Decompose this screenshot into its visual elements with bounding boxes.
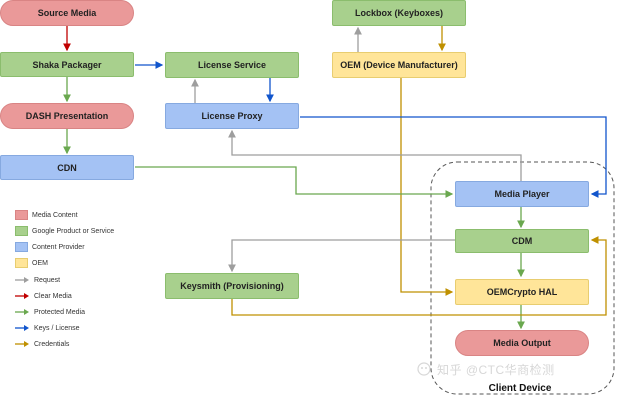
legend-item-request: Request (15, 274, 60, 286)
legend-label: OEM (32, 259, 48, 267)
license-proxy-node: License Proxy (165, 103, 299, 129)
legend-arrow-icon (15, 325, 29, 331)
credentials-arrow (400, 78, 454, 296)
legend-item-clear-media: Clear Media (15, 290, 72, 302)
watermark-logo-icon (417, 362, 431, 376)
client-device-boundary (430, 161, 615, 395)
cdn-node: CDN (0, 155, 134, 180)
oemcrypto-hal-node: OEMCrypto HAL (455, 279, 589, 305)
license-service-node: License Service (165, 52, 299, 78)
legend-item-content-provider: Content Provider (15, 241, 85, 253)
keys-license-arrow (300, 116, 607, 198)
request-arrow (228, 239, 455, 273)
oem-device-manufacturer-node: OEM (Device Manufacturer) (332, 52, 466, 78)
dash-presentation-node: DASH Presentation (0, 103, 134, 129)
keysmith-node: Keysmith (Provisioning) (165, 273, 299, 299)
legend-item-media-content: Media Content (15, 209, 78, 221)
legend-label: Keys / License (34, 324, 80, 332)
legend-item-google-product: Google Product or Service (15, 225, 114, 237)
media-output-node: Media Output (455, 330, 589, 356)
legend-arrow-icon (15, 277, 29, 283)
media-player-node: Media Player (455, 181, 589, 207)
legend-arrow-icon (15, 293, 29, 299)
legend-arrow-icon (15, 309, 29, 315)
legend-label: Protected Media (34, 308, 85, 316)
legend-swatch (15, 242, 28, 252)
request-arrow (228, 129, 522, 181)
legend-arrow-icon (15, 341, 29, 347)
legend-label: Google Product or Service (32, 227, 115, 235)
cdm-node: CDM (455, 229, 589, 253)
legend-swatch (15, 226, 28, 236)
legend-swatch (15, 258, 28, 268)
credentials-arrow (231, 236, 607, 316)
legend-item-keys-license: Keys / License (15, 322, 80, 334)
legend-label: Clear Media (34, 292, 72, 300)
watermark-text: 知乎 @CTC华商检测 (437, 363, 555, 377)
client-device-label: Client Device (488, 383, 552, 394)
legend-item-protected-media: Protected Media (15, 306, 85, 318)
legend-label: Credentials (34, 340, 70, 348)
lockbox-node: Lockbox (Keyboxes) (332, 0, 466, 26)
legend-item-credentials: Credentials (15, 338, 69, 350)
source-media-node: Source Media (0, 0, 134, 26)
legend-swatch (15, 210, 28, 220)
legend-item-oem: OEM (15, 257, 48, 269)
protected-media-arrow (135, 166, 454, 198)
legend-label: Content Provider (32, 243, 85, 251)
legend-label: Media Content (32, 211, 78, 219)
shaka-packager-node: Shaka Packager (0, 52, 134, 77)
legend-label: Request (34, 276, 61, 284)
